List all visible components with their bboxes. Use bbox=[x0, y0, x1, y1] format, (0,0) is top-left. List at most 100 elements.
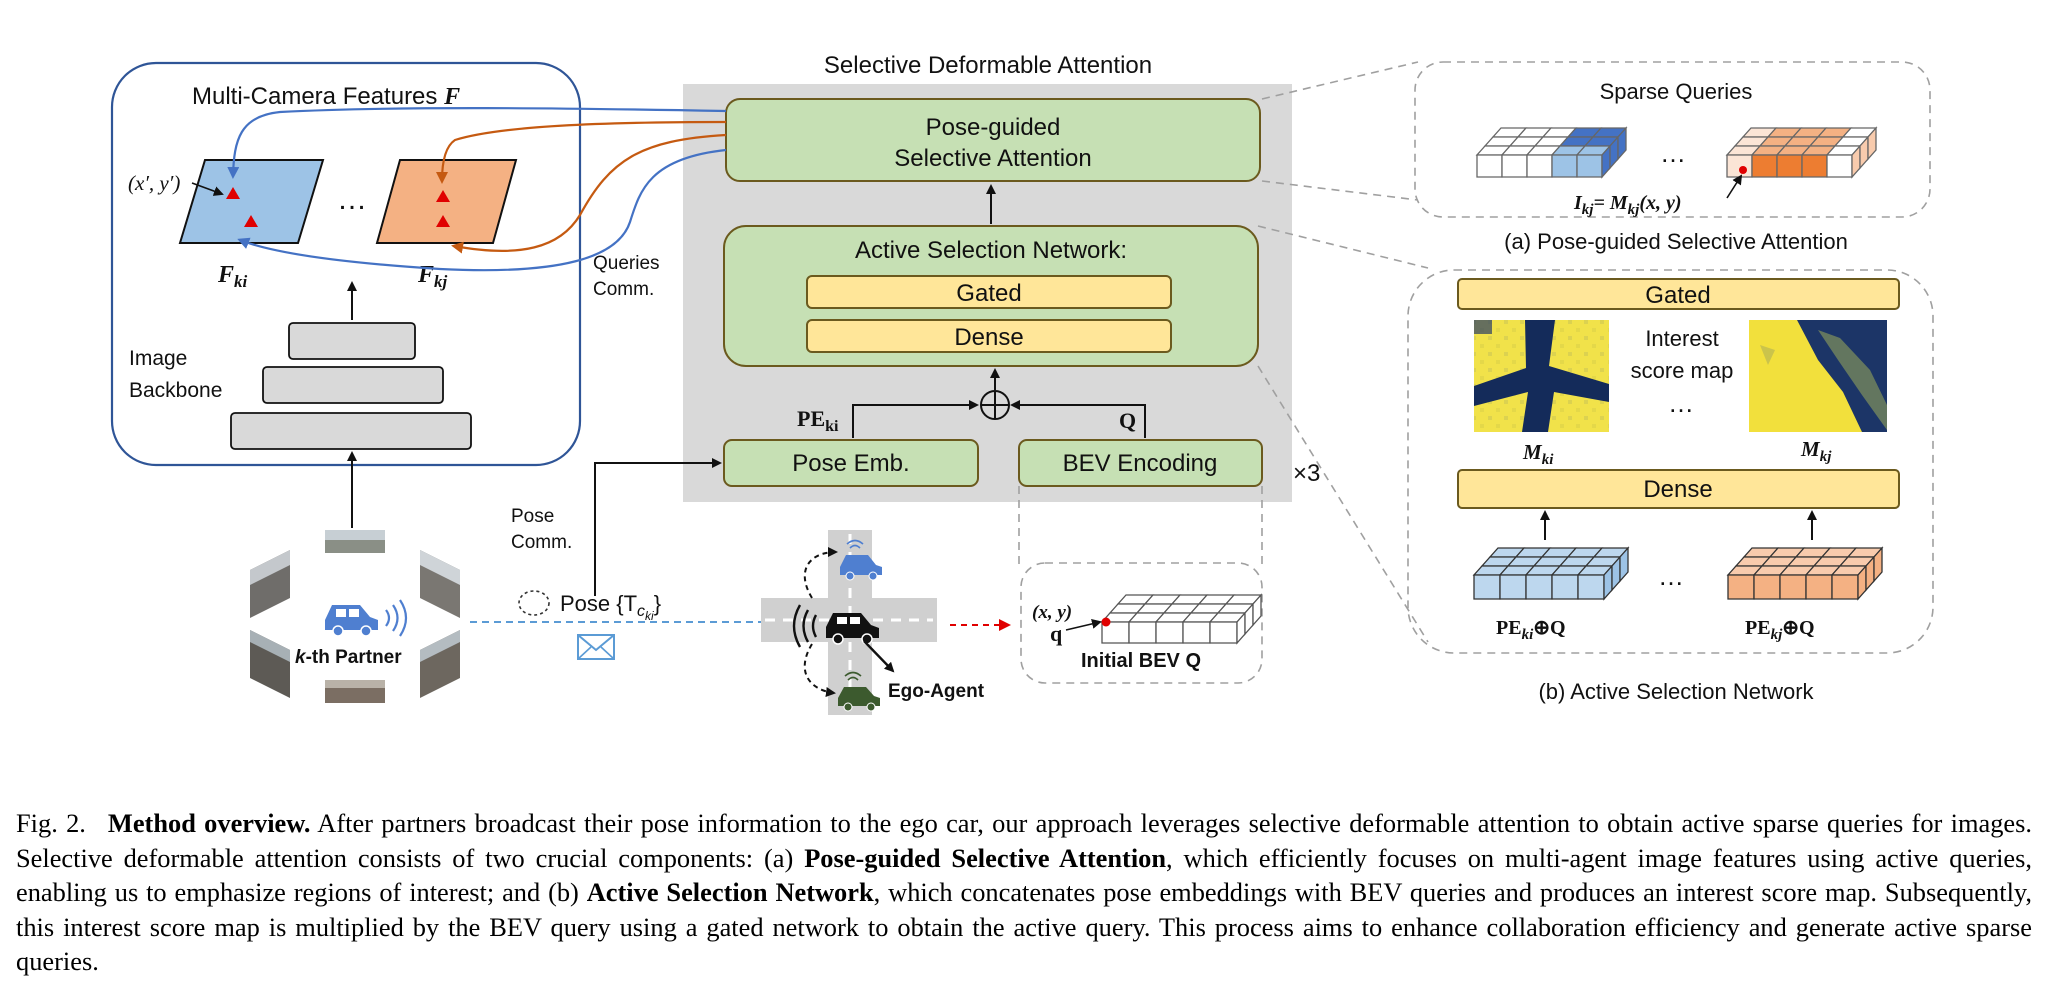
interest-score-map-ki bbox=[1474, 320, 1609, 432]
panel-b-gated-label: Gated bbox=[1645, 282, 1710, 309]
grid-cell bbox=[1867, 126, 1877, 161]
feature-label-ki: Fki bbox=[217, 262, 248, 291]
caption-bold-term: Pose-guided Selective Attention bbox=[804, 842, 1167, 873]
repeat-label: ×3 bbox=[1293, 460, 1320, 487]
pose-message-label: Pose {Tcki} bbox=[560, 591, 661, 623]
q-label: Q bbox=[1119, 408, 1136, 433]
point-arrow bbox=[191, 182, 224, 196]
grid-cell bbox=[1182, 621, 1211, 644]
partner-label: k-th Partner bbox=[295, 647, 402, 668]
sparse-query-grid-blue bbox=[1475, 126, 1628, 179]
grid-cell bbox=[1526, 154, 1553, 178]
attention-point-marker bbox=[436, 190, 450, 202]
m-ki-label: Mki bbox=[1522, 440, 1554, 468]
m-kj-label: Mkj bbox=[1800, 437, 1832, 465]
grid-cell bbox=[1577, 574, 1605, 600]
dense-label: Dense bbox=[954, 324, 1023, 351]
attention-point-marker bbox=[436, 215, 450, 227]
grid-cell bbox=[1551, 574, 1579, 600]
backbone-layer-bottom bbox=[230, 412, 472, 450]
partner-car-green-icon bbox=[838, 671, 880, 712]
grid-cell bbox=[1499, 574, 1527, 600]
multi-camera-features-frame bbox=[110, 61, 582, 467]
attention-point-marker bbox=[226, 187, 240, 199]
grid-cell bbox=[1209, 621, 1238, 644]
kth-partner-cluster: k-th Partner bbox=[250, 530, 460, 703]
pe-kj-q-label: PEkj⊕Q bbox=[1745, 617, 1815, 643]
panel-b-dense-label: Dense bbox=[1643, 476, 1712, 503]
panel-a-pose-guided-selective-attention: Sparse Queries … Ikj= Mkj(x, y) (a) Pose… bbox=[1261, 61, 1931, 254]
grid-cell bbox=[1501, 154, 1528, 178]
grid-cell bbox=[1873, 546, 1883, 583]
backbone-layer-middle bbox=[262, 366, 444, 404]
ego-wireless-icon bbox=[792, 604, 818, 648]
bev-encoding-box bbox=[1018, 439, 1263, 487]
sparse-query-point bbox=[1739, 166, 1747, 174]
point-coordinate-label: (x′, y′) bbox=[128, 171, 180, 195]
partner-car-icon bbox=[325, 605, 378, 637]
blue-arrow-top bbox=[227, 107, 727, 179]
grid-cell bbox=[1826, 154, 1853, 178]
grid-cell bbox=[1779, 574, 1807, 600]
panel-b-caption: (b) Active Selection Network bbox=[1538, 679, 1814, 704]
grid-cell bbox=[1476, 154, 1503, 178]
gated-label: Gated bbox=[956, 280, 1021, 307]
grid-cell bbox=[1617, 126, 1627, 161]
caption-text: , which concatenates pose embeddings wit… bbox=[16, 877, 2032, 976]
caption-text: After partners broadcast their pose info… bbox=[16, 808, 2032, 873]
grid-cell bbox=[1619, 546, 1629, 583]
query-xy-label: (x, y) bbox=[1032, 602, 1072, 623]
pe-ki-query-grid bbox=[1472, 546, 1630, 601]
caption-text: , which efficiently focuses on multi-age… bbox=[16, 842, 2033, 908]
pe-to-concat-line bbox=[852, 400, 979, 438]
grid-cell bbox=[1751, 154, 1778, 178]
gated-layer bbox=[806, 275, 1172, 309]
sparse-formula: Ikj= Mkj(x, y) bbox=[1573, 192, 1682, 218]
grid-cell bbox=[1727, 574, 1755, 600]
backbone-layer-top bbox=[288, 322, 416, 360]
ego-pointer-arrow bbox=[863, 640, 895, 673]
broadcast-icon bbox=[518, 590, 550, 616]
grid-cell bbox=[1155, 621, 1184, 644]
panel-a-frame bbox=[1414, 61, 1931, 218]
score-map-ellipsis: … bbox=[1668, 388, 1694, 418]
initial-bev-q-panel: (x, y) q Initial BEV Q bbox=[1018, 486, 1263, 684]
dense-layer bbox=[806, 319, 1172, 353]
caption-label: Fig. 2. bbox=[16, 808, 86, 838]
grid-cell bbox=[1252, 593, 1262, 627]
grid-cell bbox=[1128, 621, 1157, 644]
pe-ki-label: PEki bbox=[797, 406, 839, 435]
sparse-queries-title: Sparse Queries bbox=[1600, 79, 1753, 104]
q-to-concat-line bbox=[1010, 400, 1146, 438]
pe-ki-q-label: PEki⊕Q bbox=[1496, 617, 1566, 643]
sda-title: Selective Deformable Attention bbox=[824, 52, 1152, 79]
grid-cell bbox=[1551, 154, 1578, 178]
grid-cell bbox=[1776, 154, 1803, 178]
feature-label-kj: Fkj bbox=[417, 262, 448, 291]
caption-bold-term: Active Selection Network bbox=[586, 877, 874, 907]
pose-emb-box bbox=[723, 439, 979, 487]
grid-cell bbox=[1801, 154, 1828, 178]
ego-agent-label: Ego-Agent bbox=[888, 681, 985, 702]
pe-grid-ellipsis: … bbox=[1658, 561, 1684, 591]
grid-cell bbox=[1726, 154, 1753, 178]
initial-bev-q-label: Initial BEV Q bbox=[1081, 650, 1201, 672]
grid-cell bbox=[1473, 574, 1501, 600]
attention-point-marker bbox=[244, 215, 258, 227]
feature-map-ki bbox=[178, 159, 325, 244]
pose-comm-arrow bbox=[594, 458, 722, 596]
figure-caption: Fig. 2.Method overview. After partners b… bbox=[16, 806, 2032, 979]
grid-cell bbox=[1805, 574, 1833, 600]
features-ellipsis: … bbox=[337, 183, 367, 216]
blue-arrow-bottom bbox=[237, 148, 727, 272]
asn-title: Active Selection Network: bbox=[855, 237, 1127, 264]
bev-query-grid bbox=[1100, 593, 1263, 645]
query-q-label: q bbox=[1050, 621, 1063, 646]
